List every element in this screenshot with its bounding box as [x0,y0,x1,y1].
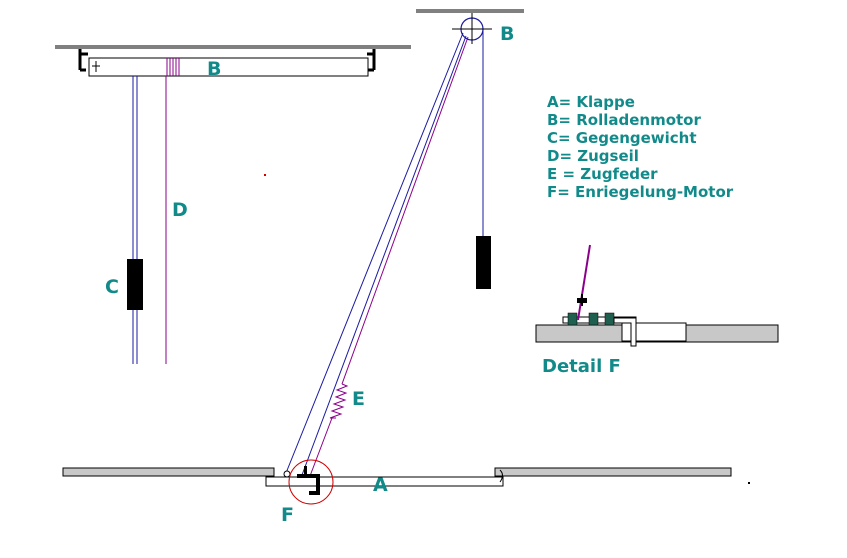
left-counterweight [127,259,143,310]
right-counterweight [476,236,491,289]
legend-item-a: A= Klappe [547,93,635,111]
legend-item-e: E = Zugfeder [547,165,658,183]
latch-post [316,474,320,495]
label-c: C [105,276,119,298]
legend-item-b: B= Rolladenmotor [547,111,701,129]
legend-item-c: C= Gegengewicht [547,129,697,147]
detail-f-highlight-circle [288,459,334,505]
left-roller-shaft [88,57,369,77]
right-ceiling-bar [416,9,524,13]
left-bracket-left [78,49,88,72]
floor-left [62,467,275,477]
label-b-left: B [207,58,221,80]
legend: A= Klappe B= Rolladenmotor C= Gegengewic… [547,93,734,201]
flap-hinge-left [283,470,291,478]
label-e: E [352,388,365,410]
diagonal-rope-outer [285,32,464,474]
diagonal-rope-inner [301,35,467,476]
pull-spring [329,383,349,419]
detail-f-drawing [535,244,779,347]
label-d: D [172,199,188,221]
latch-bar [297,474,320,478]
spring-wire-lower [309,417,333,477]
label-f: F [281,504,294,526]
detail-f-title: Detail F [542,356,621,377]
legend-item-d: D= Zugseil [547,147,639,165]
spring-wire-upper [341,36,469,385]
left-bracket-right [367,49,376,72]
left-rope-winding [166,58,180,76]
left-ceiling-bar [55,45,411,49]
label-b-right: B [500,23,514,45]
flap-hinge-right [499,469,503,483]
flap [265,476,504,487]
legend-item-f: F= Enriegelung-Motor [547,183,734,201]
label-a: A [373,474,388,496]
floor-right [494,467,732,477]
